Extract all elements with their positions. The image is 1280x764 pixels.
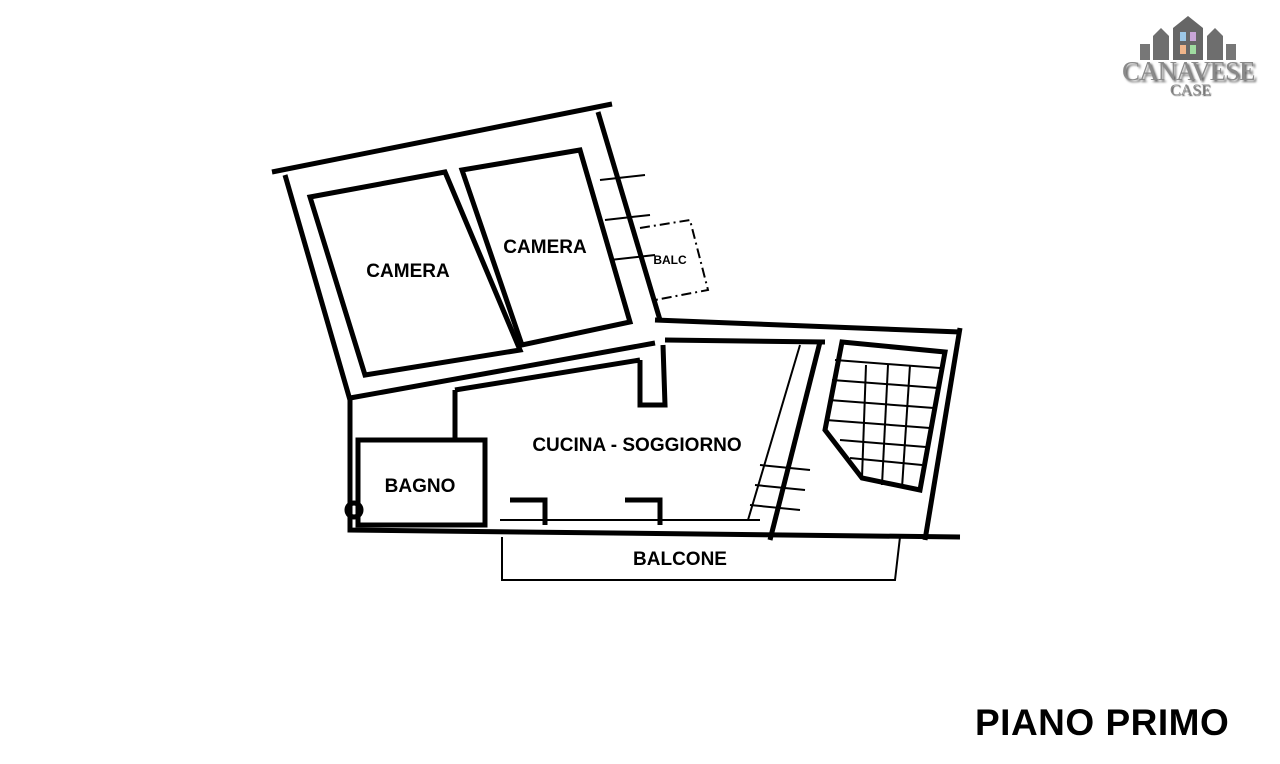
room-label-bagno: BAGNO — [385, 476, 456, 497]
canavese-case-logo: CANAVESE CASE — [1118, 14, 1268, 100]
room-label-camera-2: CAMERA — [503, 237, 587, 258]
room-label-balcone: BALCONE — [633, 549, 727, 570]
room-label-cucina-soggiorno: CUCINA - SOGGIORNO — [532, 435, 741, 456]
room-label-balc: BALC — [653, 253, 687, 267]
logo-name: CANAVESE — [1122, 56, 1256, 86]
stairs — [749, 359, 941, 511]
logo-sub: CASE — [1170, 82, 1211, 99]
plan-title: PIANO PRIMO — [975, 702, 1230, 743]
room-label-camera-1: CAMERA — [366, 261, 450, 282]
houses-icon — [1140, 16, 1236, 60]
walls — [271, 101, 963, 541]
balc-small — [599, 174, 710, 301]
balcone-outline — [501, 536, 901, 581]
